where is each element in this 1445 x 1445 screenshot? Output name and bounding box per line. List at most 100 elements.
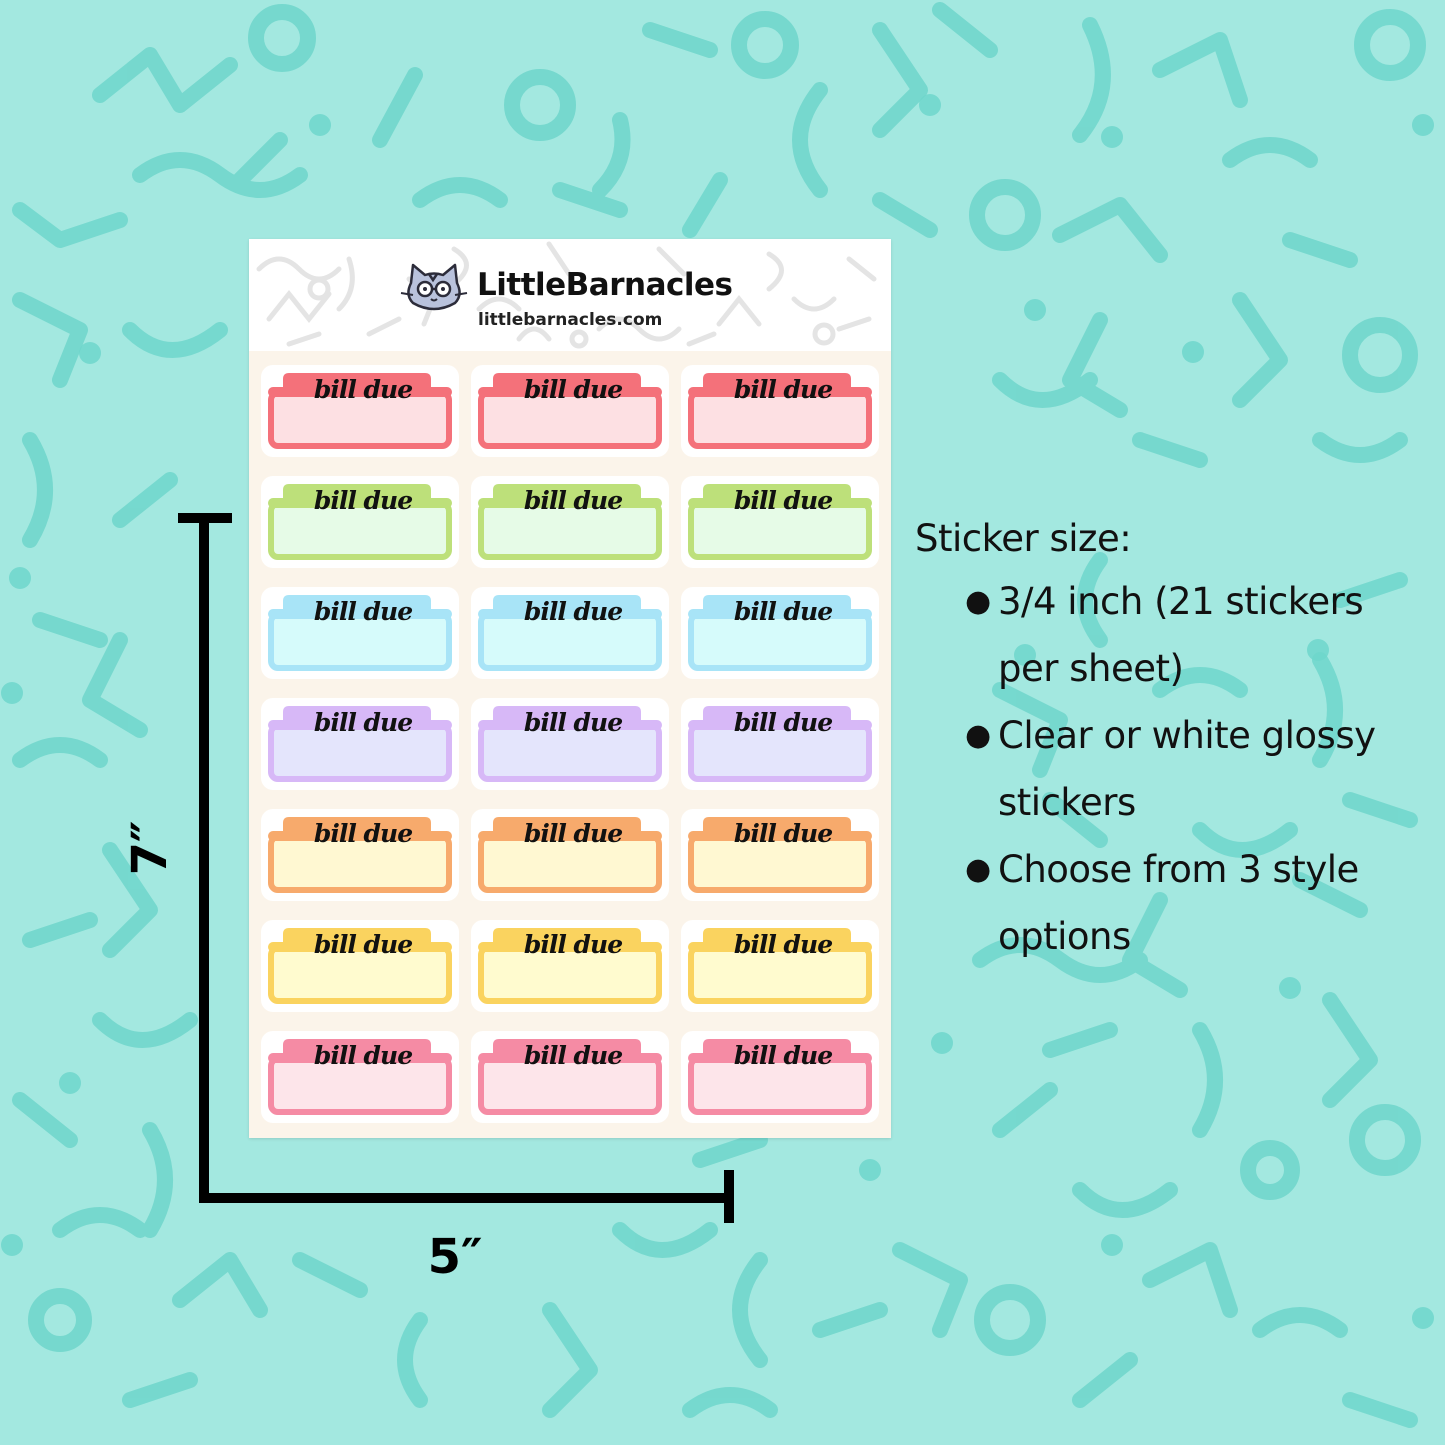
sticker-label: bill due	[733, 486, 833, 515]
sticker-cell: bill due	[471, 365, 669, 457]
sticker-tab	[493, 484, 641, 500]
sticker-label: bill due	[523, 486, 623, 515]
sticker-band	[268, 942, 452, 952]
cat-with-glasses-icon	[400, 263, 468, 311]
bullet-icon: ●	[965, 584, 991, 619]
info-item: ●3/4 inch (21 stickers per sheet)	[915, 568, 1415, 702]
sticker-cell: bill due	[471, 920, 669, 1012]
sticker-tab	[493, 1039, 641, 1055]
sticker-cell: bill due	[261, 476, 459, 568]
sticker-band	[478, 1053, 662, 1063]
sticker-tab	[283, 817, 431, 833]
sticker-label: bill due	[523, 1041, 623, 1070]
sticker-label: bill due	[313, 930, 413, 959]
sticker-tab	[283, 928, 431, 944]
sticker-shape	[688, 484, 872, 560]
sticker-shape	[688, 1039, 872, 1115]
sticker-tab	[493, 817, 641, 833]
sticker-label: bill due	[523, 819, 623, 848]
sticker-shape	[478, 817, 662, 893]
sticker-grid: bill due bill due bill due bill due bill due…	[261, 365, 879, 1123]
sticker-band	[478, 498, 662, 508]
bullet-icon: ●	[965, 852, 991, 887]
sticker-cell: bill due	[681, 476, 879, 568]
info-item: ●Choose from 3 style options	[915, 836, 1415, 970]
sticker-label: bill due	[733, 375, 833, 404]
sticker-tab	[493, 373, 641, 389]
brand-logo: LittleBarnacles littlebarnacles.com	[399, 261, 759, 339]
sticker-label: bill due	[523, 597, 623, 626]
sticker-label: bill due	[733, 708, 833, 737]
sticker-shape	[478, 373, 662, 449]
info-item-text: Choose from 3 style options	[998, 848, 1359, 958]
sticker-cell: bill due	[261, 1031, 459, 1123]
sticker-cell: bill due	[261, 587, 459, 679]
sticker-cell: bill due	[261, 365, 459, 457]
sticker-band	[478, 387, 662, 397]
sticker-band	[688, 942, 872, 952]
sticker-shape	[268, 706, 452, 782]
sticker-label: bill due	[313, 708, 413, 737]
sticker-cell: bill due	[471, 1031, 669, 1123]
sticker-shape	[688, 706, 872, 782]
brand-url: littlebarnacles.com	[478, 310, 663, 330]
sticker-label: bill due	[313, 1041, 413, 1070]
sticker-shape	[268, 484, 452, 560]
sticker-shape	[268, 1039, 452, 1115]
sticker-band	[688, 498, 872, 508]
sticker-cell: bill due	[681, 365, 879, 457]
sticker-tab	[703, 928, 851, 944]
sticker-band	[688, 831, 872, 841]
sticker-label: bill due	[523, 708, 623, 737]
sticker-tab	[703, 373, 851, 389]
sticker-shape	[268, 817, 452, 893]
sticker-cell: bill due	[681, 698, 879, 790]
sticker-tab	[703, 484, 851, 500]
info-item-text: 3/4 inch (21 stickers per sheet)	[998, 580, 1364, 690]
sticker-label: bill due	[733, 930, 833, 959]
sticker-cell: bill due	[261, 809, 459, 901]
sticker-tab	[703, 595, 851, 611]
height-label: 7″	[122, 820, 178, 876]
info-item: ●Clear or white glossy stickers	[915, 702, 1415, 836]
sticker-shape	[688, 595, 872, 671]
sticker-band	[268, 609, 452, 619]
sticker-info: Sticker size: ●3/4 inch (21 stickers per…	[915, 510, 1415, 970]
brand-name: LittleBarnacles	[477, 267, 733, 303]
sticker-band	[268, 831, 452, 841]
sticker-cell: bill due	[261, 698, 459, 790]
sticker-cell: bill due	[261, 920, 459, 1012]
sticker-tab	[283, 373, 431, 389]
sticker-shape	[688, 373, 872, 449]
sticker-label: bill due	[313, 597, 413, 626]
sticker-shape	[478, 595, 662, 671]
sticker-cell: bill due	[471, 476, 669, 568]
sticker-cell: bill due	[471, 698, 669, 790]
sticker-band	[478, 831, 662, 841]
sticker-band	[268, 720, 452, 730]
sticker-label: bill due	[733, 1041, 833, 1070]
sticker-label: bill due	[733, 819, 833, 848]
sticker-label: bill due	[313, 486, 413, 515]
sticker-shape	[268, 595, 452, 671]
sticker-cell: bill due	[471, 587, 669, 679]
bullet-icon: ●	[965, 718, 991, 753]
sticker-band	[688, 609, 872, 619]
info-list: ●3/4 inch (21 stickers per sheet) ●Clear…	[915, 568, 1415, 970]
sticker-band	[478, 942, 662, 952]
sticker-cell: bill due	[681, 809, 879, 901]
sticker-band	[688, 720, 872, 730]
sticker-cell: bill due	[681, 1031, 879, 1123]
sheet-header: LittleBarnacles littlebarnacles.com	[249, 239, 891, 351]
sticker-label: bill due	[523, 375, 623, 404]
sticker-label: bill due	[733, 597, 833, 626]
sticker-band	[268, 387, 452, 397]
sticker-cell: bill due	[681, 920, 879, 1012]
sticker-cell: bill due	[681, 587, 879, 679]
width-label: 5″	[427, 1229, 483, 1285]
sticker-label: bill due	[523, 930, 623, 959]
sticker-tab	[493, 928, 641, 944]
sticker-tab	[283, 484, 431, 500]
sticker-tab	[493, 595, 641, 611]
